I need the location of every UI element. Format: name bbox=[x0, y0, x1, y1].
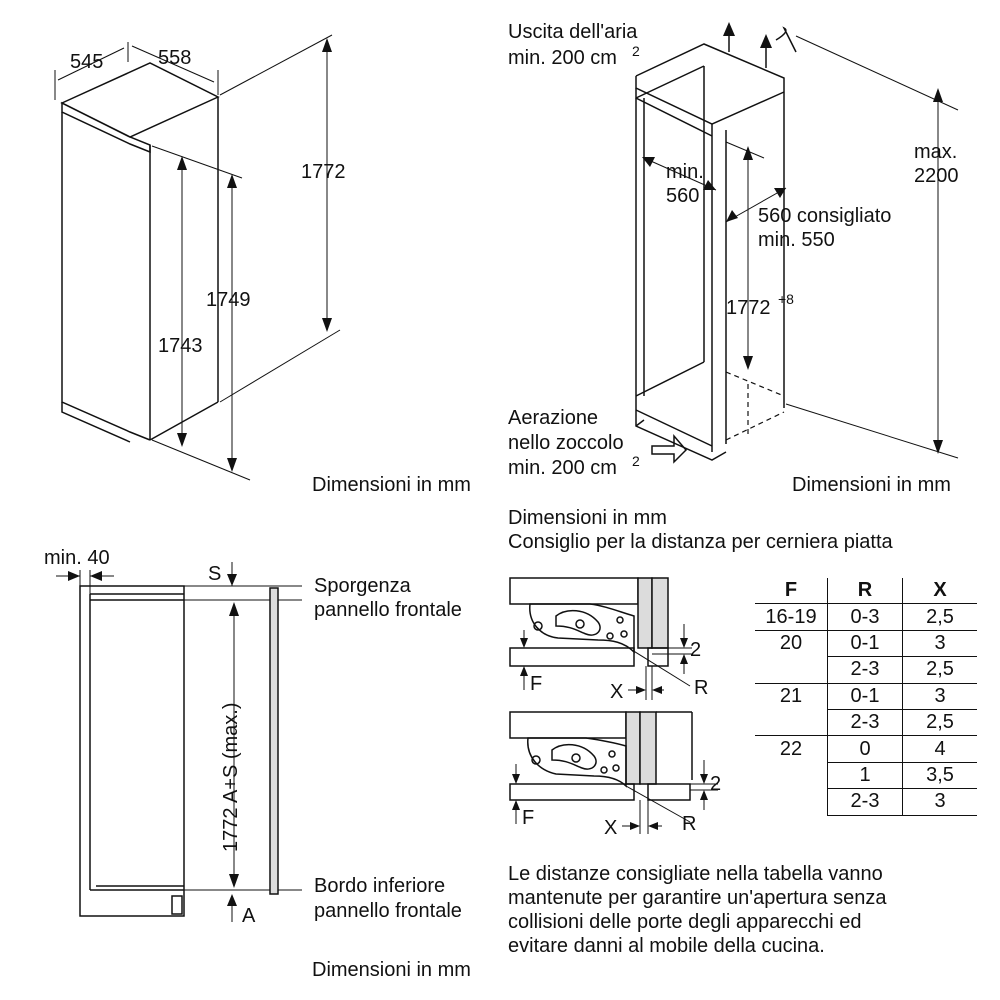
hinge2-label-r: R bbox=[682, 813, 697, 835]
hinge2-label-2: 2 bbox=[710, 773, 722, 795]
table-row: 20 0-1 3 bbox=[755, 630, 977, 658]
dim-1749: 1749 bbox=[206, 289, 251, 311]
protrusion-line1: Sporgenza bbox=[314, 575, 411, 597]
max-line2: 2200 bbox=[914, 165, 959, 187]
hinge2-label-f: F bbox=[522, 807, 535, 829]
cell-f bbox=[755, 789, 828, 815]
cell-f: 16-19 bbox=[755, 603, 828, 631]
note-line2: mantenute per garantire un'apertura senz… bbox=[508, 887, 887, 909]
appliance-drawing bbox=[54, 34, 341, 481]
cell-x: 3,5 bbox=[902, 762, 977, 790]
recommended-line2: min. 550 bbox=[758, 229, 835, 251]
dim-1772: 1772 bbox=[301, 161, 346, 183]
air-out-sup: 2 bbox=[632, 43, 640, 59]
cell-x: 4 bbox=[902, 735, 977, 763]
max-line1: max. bbox=[914, 141, 958, 163]
note-line4: evitare danni al mobile della cucina. bbox=[508, 935, 825, 957]
niche-drawing bbox=[635, 22, 959, 464]
note-line1: Le distanze consigliate nella tabella va… bbox=[508, 863, 883, 885]
bottom-edge-line2: pannello frontale bbox=[314, 900, 462, 922]
min560-line1: min. bbox=[666, 161, 704, 183]
niche-height-sup: +8 bbox=[778, 291, 794, 307]
cell-f: 22 bbox=[779, 737, 803, 760]
cell-f bbox=[755, 709, 828, 737]
hinge2-label-x: X bbox=[604, 817, 618, 839]
cell-r: 0-1 bbox=[827, 683, 903, 710]
cell-r: 2-3 bbox=[827, 788, 903, 816]
cell-x: 2,5 bbox=[902, 709, 977, 737]
caption-panel4-line2: Consiglio per la distanza per cerniera p… bbox=[508, 531, 893, 553]
cell-r: 1 bbox=[827, 762, 903, 790]
cell-f bbox=[755, 656, 828, 684]
table-row: 2-3 2,5 bbox=[755, 656, 977, 684]
cell-x: 2,5 bbox=[902, 656, 977, 684]
air-out-line2: min. 200 cm bbox=[508, 47, 617, 69]
table-row: 22 0 4 bbox=[755, 735, 977, 763]
s-label: S bbox=[208, 563, 222, 585]
table-row: 21 0-1 3 bbox=[755, 683, 977, 710]
cell-f: 20 bbox=[779, 632, 803, 655]
table-row: 2-3 3 bbox=[755, 788, 977, 816]
header-x: X bbox=[902, 578, 977, 605]
cell-r: 2-3 bbox=[827, 656, 903, 684]
front-panel-drawing bbox=[56, 562, 302, 922]
cell-r: 0-1 bbox=[827, 630, 903, 658]
hinge1-label-f: F bbox=[530, 673, 543, 695]
vent-sup: 2 bbox=[632, 453, 640, 469]
vertical-height-label: 1772 A+S (max.) bbox=[220, 702, 242, 852]
dim-1743: 1743 bbox=[158, 335, 203, 357]
protrusion-line2: pannello frontale bbox=[314, 599, 462, 621]
hinge1-label-x: X bbox=[610, 681, 624, 703]
min560-line2: 560 bbox=[666, 185, 700, 207]
vent-line1: Aerazione bbox=[508, 407, 599, 429]
cell-r: 2-3 bbox=[827, 709, 903, 737]
cell-x: 3 bbox=[902, 630, 977, 658]
vent-line3: min. 200 cm bbox=[508, 457, 617, 479]
cell-x: 3 bbox=[902, 683, 977, 710]
recommended-line1: 560 consigliato bbox=[758, 205, 892, 227]
bottom-edge-line1: Bordo inferiore bbox=[314, 875, 446, 897]
dim-545: 545 bbox=[70, 51, 104, 73]
note-line3: collisioni delle porte degli apparecchi … bbox=[508, 911, 862, 933]
header-r: R bbox=[827, 578, 903, 605]
hinge-drawing-2 bbox=[509, 711, 718, 834]
hinge1-label-r: R bbox=[694, 677, 709, 699]
gap-table: F R X 16-19 0-3 2,5 20 0-1 3 2-3 2,5 21 … bbox=[755, 578, 977, 816]
cell-f bbox=[755, 762, 828, 788]
vent-line2: nello zoccolo bbox=[508, 432, 624, 454]
min-40: min. 40 bbox=[44, 547, 110, 569]
air-out-line1: Uscita dell'aria bbox=[508, 21, 638, 43]
cell-r: 0 bbox=[827, 735, 903, 763]
cell-r: 0-3 bbox=[827, 603, 903, 631]
caption-panel3: Dimensioni in mm bbox=[312, 959, 471, 981]
hinge1-label-2: 2 bbox=[690, 639, 702, 661]
caption-panel2: Dimensioni in mm bbox=[792, 474, 951, 496]
caption-panel1: Dimensioni in mm bbox=[312, 474, 471, 496]
caption-panel4-line1: Dimensioni in mm bbox=[508, 507, 667, 529]
cell-x: 3 bbox=[902, 788, 977, 816]
cell-x: 2,5 bbox=[902, 603, 977, 631]
niche-height: 1772 bbox=[726, 297, 771, 319]
header-f: F bbox=[755, 578, 828, 605]
table-row: 1 3,5 bbox=[755, 762, 977, 790]
dim-558: 558 bbox=[158, 47, 192, 69]
table-row: 2-3 2,5 bbox=[755, 709, 977, 737]
table-row: 16-19 0-3 2,5 bbox=[755, 603, 977, 631]
hinge-drawing-1 bbox=[509, 577, 692, 700]
cell-f: 21 bbox=[779, 685, 803, 707]
a-label: A bbox=[242, 905, 256, 927]
